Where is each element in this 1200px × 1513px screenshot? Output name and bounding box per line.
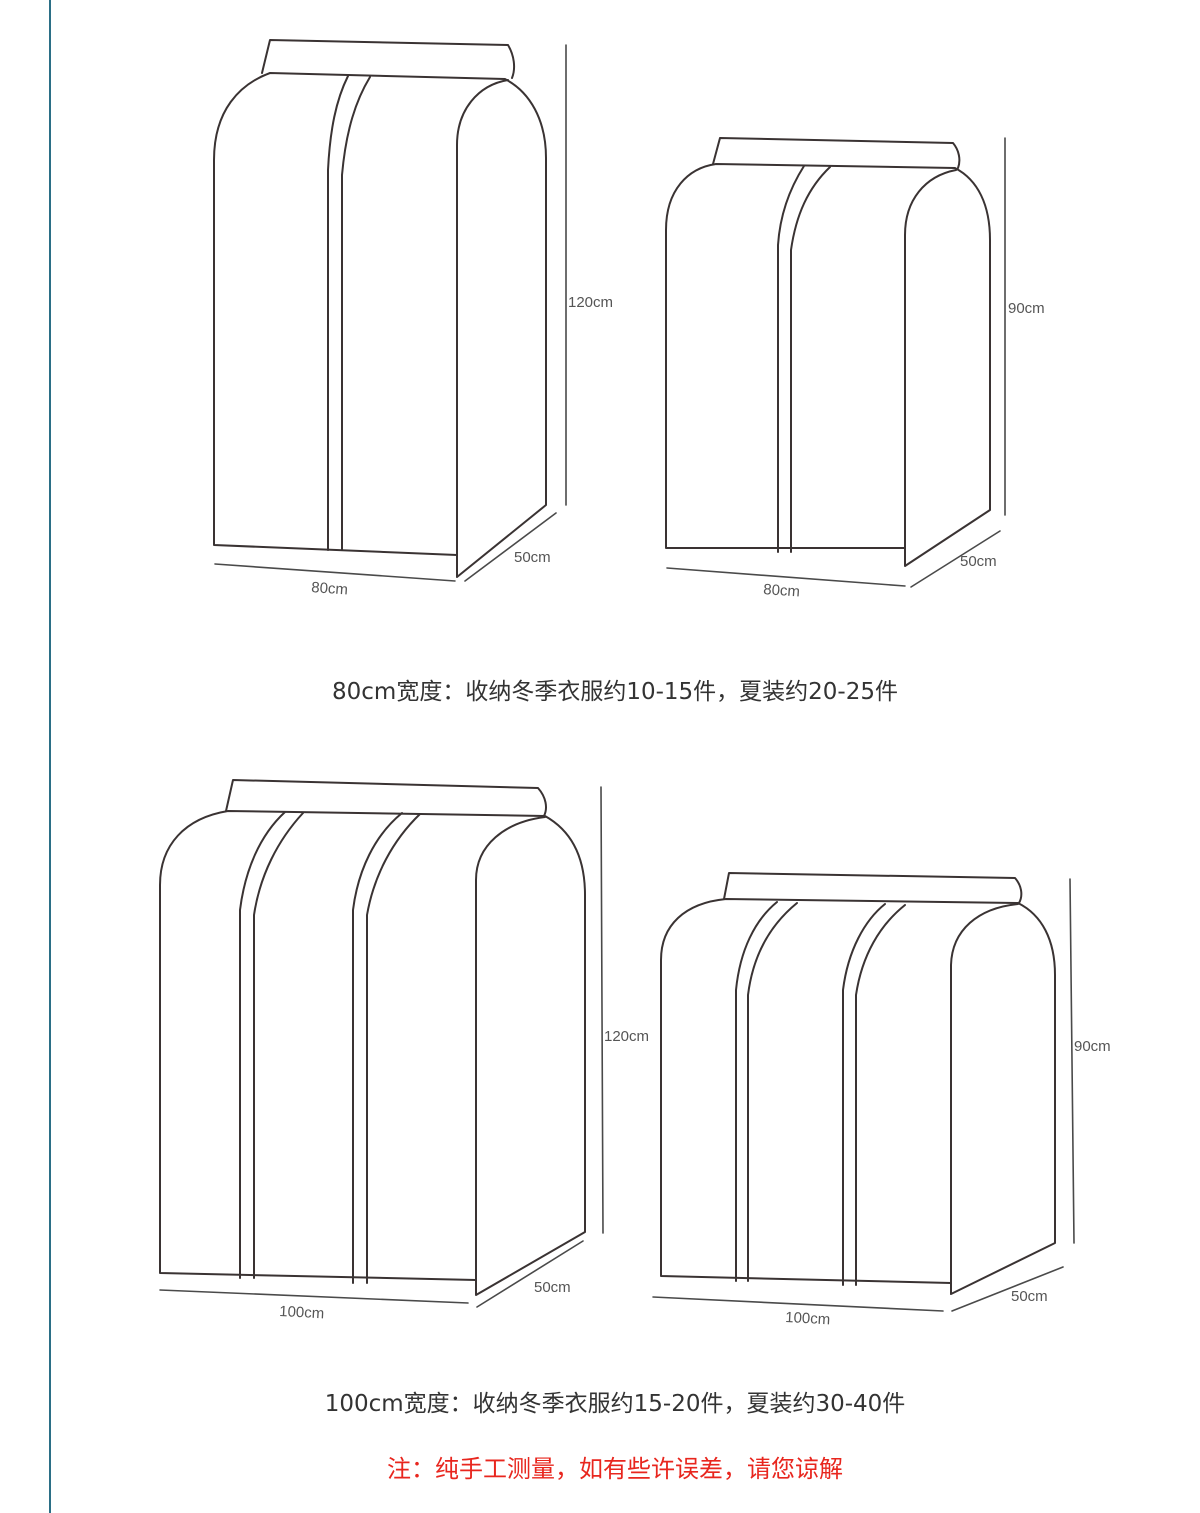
bag-100x120-side-edge — [475, 816, 546, 1281]
bag-80x90-depth-label: 50cm — [960, 553, 997, 570]
bag-100x120-body — [159, 810, 586, 1296]
bag-80x120-width-line — [214, 563, 456, 582]
bag-100x90-side-edge — [950, 903, 1019, 1284]
bag-80x120-side-edge — [456, 79, 509, 556]
bag-80x90-zip-right — [790, 166, 831, 553]
bag-100x120-zip-2-left — [352, 812, 403, 1284]
bag-100x90-width-label: 100cm — [785, 1309, 831, 1328]
bag-100x120-height-label: 120cm — [604, 1028, 649, 1045]
bag-80x120-body — [213, 72, 547, 578]
bag-100x90-zip-1-right — [747, 902, 798, 1282]
left-accent-line — [49, 0, 51, 1513]
bag-80x90-depth-line — [910, 530, 1001, 588]
bag-80x120-height-label: 120cm — [568, 294, 613, 311]
bag-100x90-zip-2-left — [842, 903, 886, 1286]
bag-100x90-dimensions: 90cm 100cm 50cm — [652, 878, 1111, 1328]
bag-100x120-depth-line — [476, 1240, 584, 1308]
bag-80x90-width-line — [666, 567, 906, 587]
caption-80cm-width: 80cm宽度：收纳冬季衣服约10-15件，夏装约20-25件 — [332, 679, 898, 705]
bag-100x120-zip-1-right — [253, 812, 304, 1279]
bag-80x90-body — [665, 163, 991, 567]
bag-80x120-drawing — [213, 39, 547, 578]
bag-80x90-height-label: 90cm — [1008, 300, 1045, 317]
bag-100x90-width-line — [652, 1296, 944, 1312]
bag-100x90-zip-1-left — [735, 901, 778, 1282]
bag-100x120-handle — [225, 779, 547, 817]
bag-100x90-depth-line — [951, 1266, 1064, 1312]
bag-100x90-height-label: 90cm — [1074, 1038, 1111, 1055]
bag-100x120-width-label: 100cm — [279, 1303, 325, 1322]
bag-80x90-dimensions: 90cm 80cm 50cm — [666, 137, 1045, 601]
bag-100x120-zip-2-right — [366, 813, 421, 1284]
bag-100x90-height-line — [1069, 878, 1075, 1244]
bag-80x90-handle — [712, 137, 961, 169]
measurement-note: 注：纯手工测量，如有些许误差，请您谅解 — [387, 1455, 843, 1483]
bag-100x90-body — [660, 898, 1056, 1295]
bag-80x120-handle — [261, 39, 516, 79]
bag-100x120-height-line — [600, 786, 604, 1234]
bag-100x120-width-line — [159, 1289, 469, 1304]
bag-100x120-depth-label: 50cm — [534, 1279, 571, 1296]
bag-100x90-handle — [723, 872, 1023, 904]
bag-80x120-width-label: 80cm — [311, 579, 349, 599]
bag-80x90-side-edge — [904, 169, 957, 549]
bag-80x120-zip-left — [327, 75, 349, 551]
bag-80x120-dimensions: 120cm 80cm 50cm — [214, 44, 613, 599]
bag-80x90-drawing — [665, 137, 991, 567]
bag-100x120-dimensions: 120cm 100cm 50cm — [159, 786, 649, 1322]
bag-100x120-drawing — [159, 779, 586, 1296]
bag-80x120-zip-right — [341, 76, 371, 551]
bag-80x120-depth-line — [464, 512, 557, 582]
bag-100x90-depth-label: 50cm — [1011, 1288, 1048, 1305]
bag-80x90-zip-left — [777, 165, 805, 553]
bag-80x90-width-label: 80cm — [763, 581, 801, 601]
bag-80x120-depth-label: 50cm — [514, 549, 551, 566]
bag-100x90-drawing — [660, 872, 1056, 1295]
bag-100x120-zip-1-left — [239, 811, 286, 1279]
caption-100cm-width: 100cm宽度：收纳冬季衣服约15-20件，夏装约30-40件 — [324, 1391, 906, 1417]
bag-100x90-zip-2-right — [855, 904, 906, 1286]
